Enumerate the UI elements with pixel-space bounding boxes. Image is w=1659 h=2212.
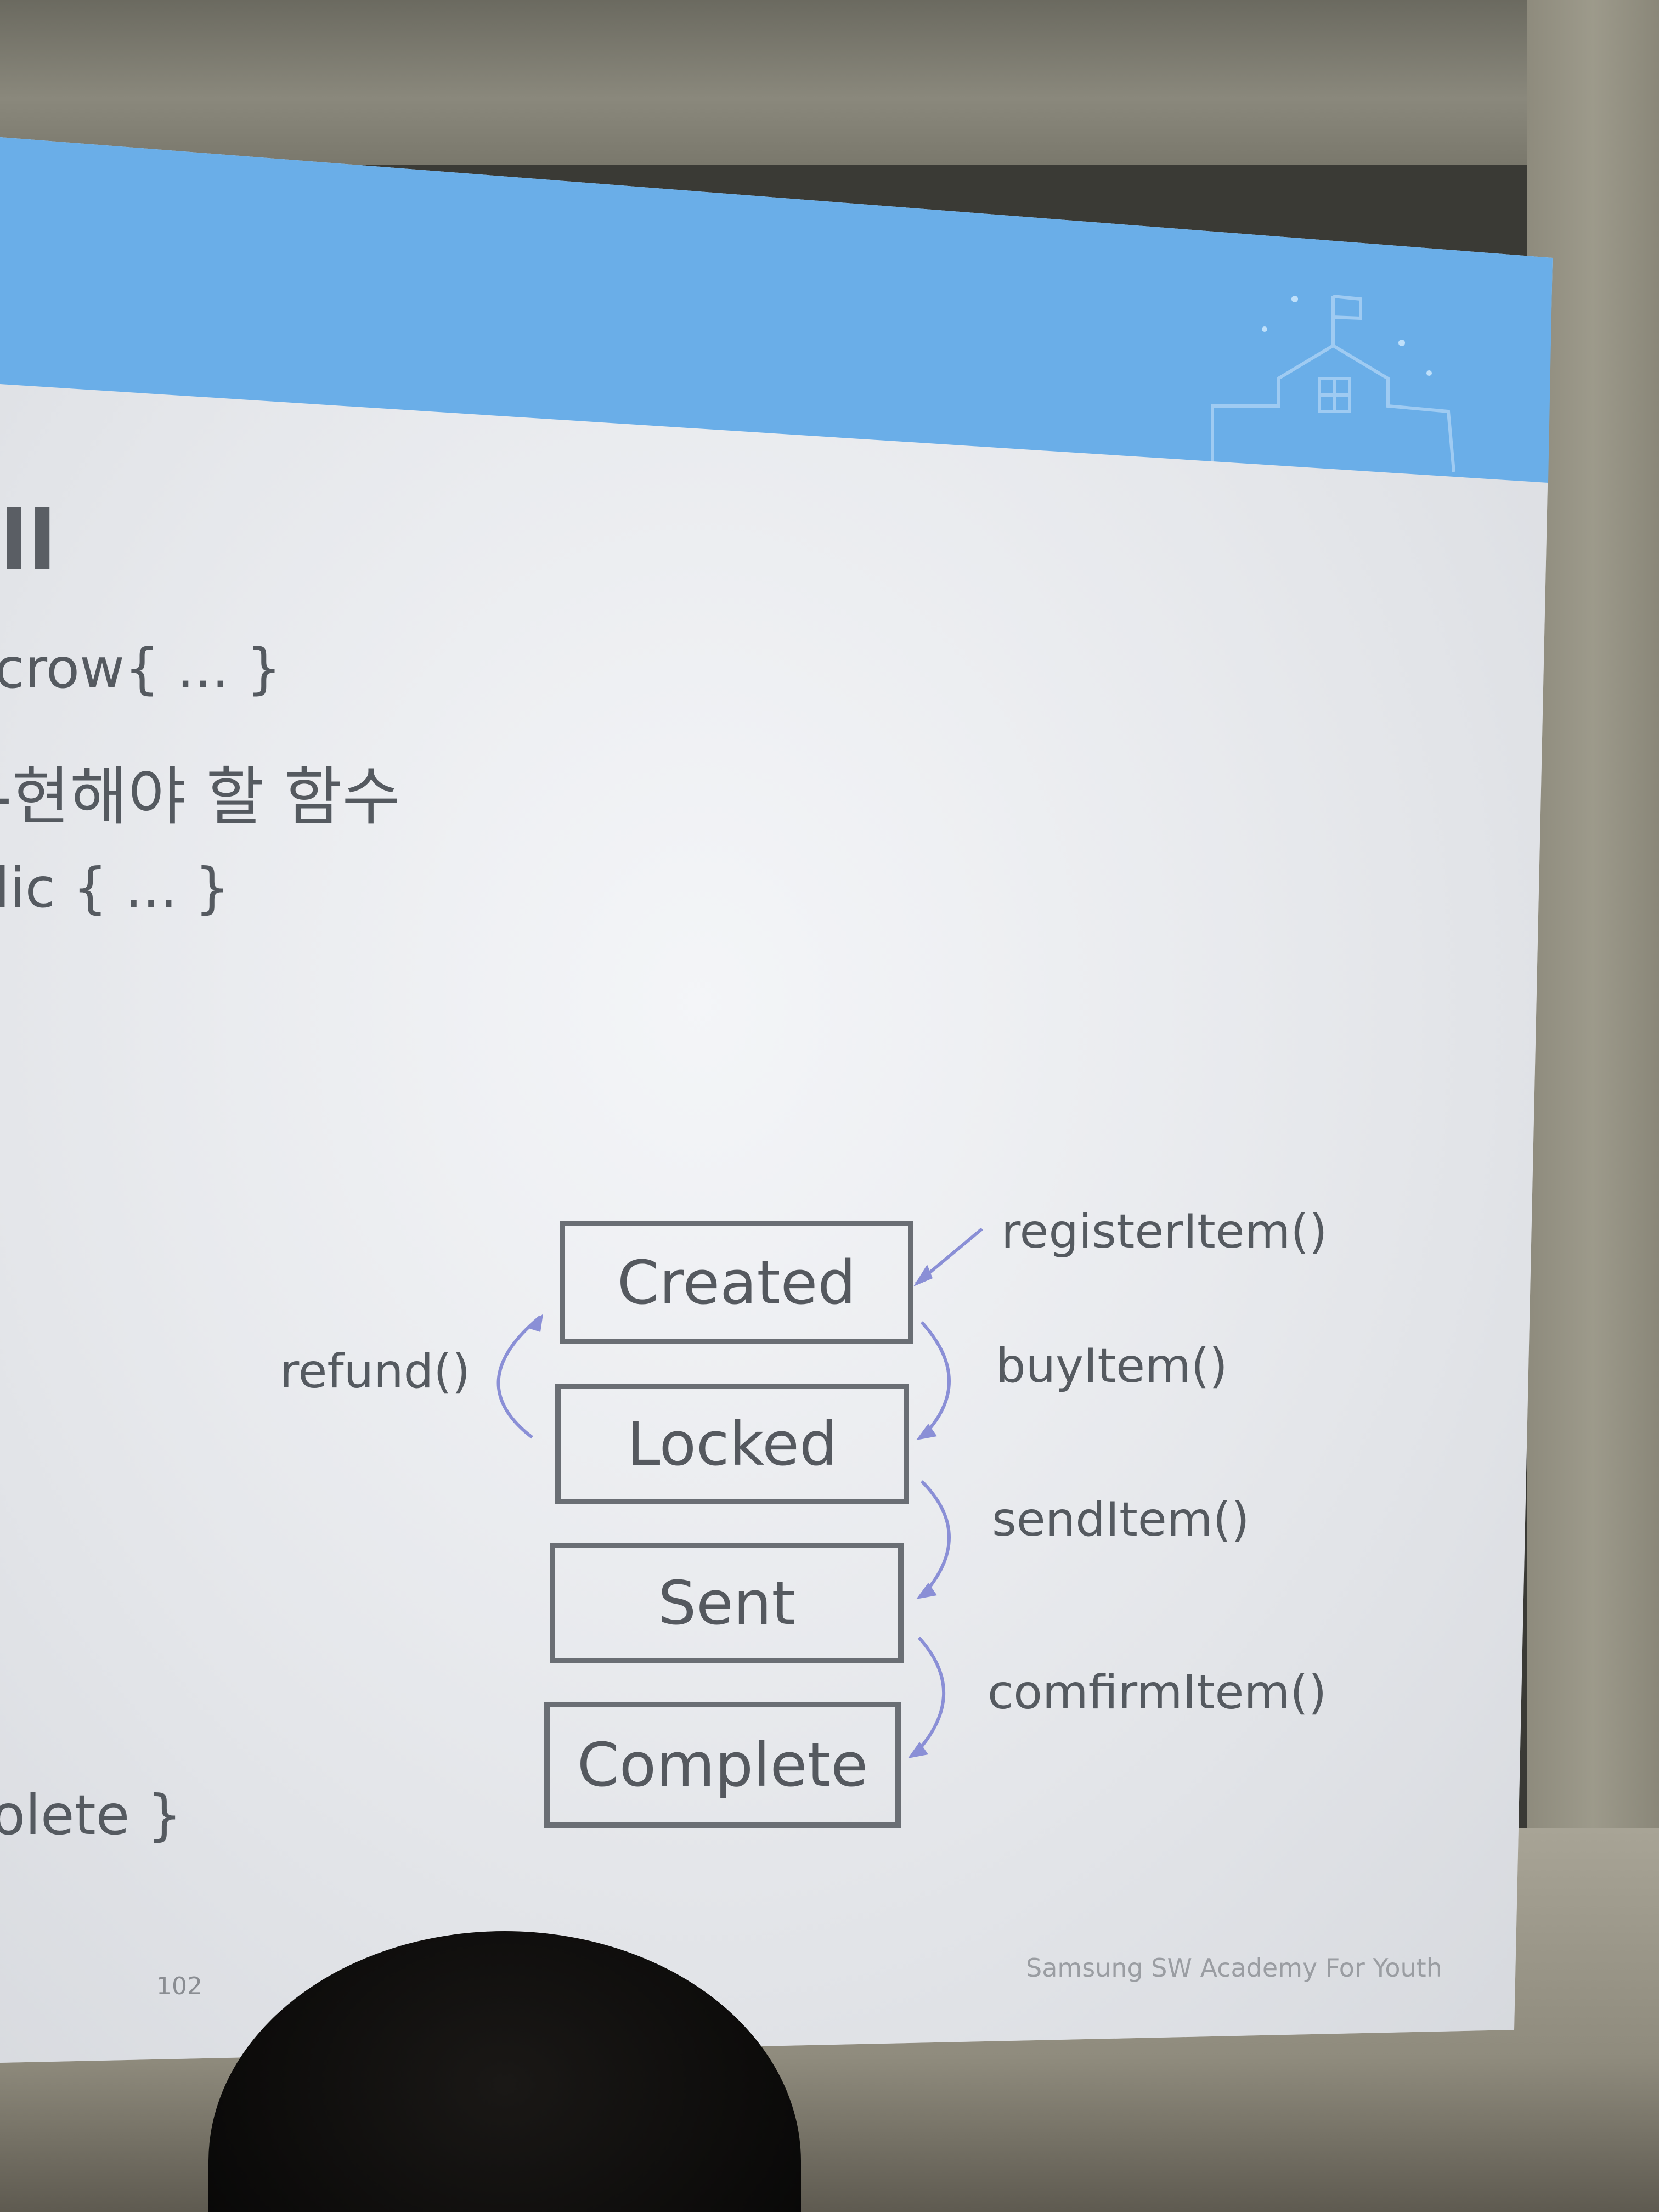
page-number: 102 [156,1972,202,2000]
school-icon [1211,295,1455,472]
korean-line: -현해야 할 함수 [0,760,400,834]
footer-text: Samsung SW Academy For Youth [1026,1953,1442,1983]
heading-fragment: ll [0,494,57,589]
sparkle-icons [1262,296,1432,376]
transition-register-label: registerItem() [1001,1204,1328,1259]
state-complete: Complete [544,1702,901,1828]
transition-confirm-label: comfirmItem() [988,1665,1327,1720]
refund-label: refund() [280,1344,471,1399]
transition-send-label: sendItem() [992,1492,1250,1547]
transition-buy-label: buyItem() [996,1339,1228,1393]
state-sent: Sent [550,1543,904,1663]
complete-line: olete } [0,1783,182,1847]
arrow-heads [527,1265,937,1758]
state-locked: Locked [555,1384,909,1504]
slide-banner [0,137,1553,483]
wall-top [0,0,1659,165]
escrow-line: crow{ ... } [0,636,282,701]
state-created: Created [560,1221,913,1344]
public-line: lic { ... } [0,856,230,920]
